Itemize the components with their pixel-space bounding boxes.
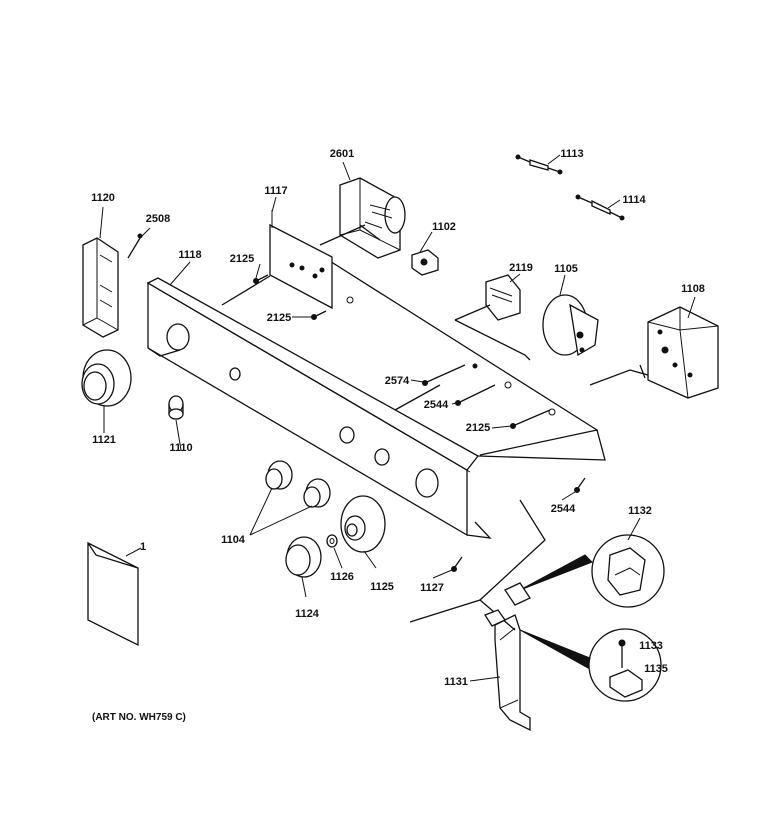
control-panel-1118 bbox=[146, 277, 492, 539]
wire-jumper-1113 bbox=[515, 154, 563, 175]
pressure-switch-1105 bbox=[542, 294, 599, 357]
label-1121: 1121 bbox=[92, 434, 116, 446]
switch-1108 bbox=[589, 306, 719, 399]
clip-1132-detail bbox=[504, 534, 665, 608]
label-2508: 2508 bbox=[146, 213, 170, 225]
literature-1 bbox=[87, 541, 139, 647]
label-1113: 1113 bbox=[560, 148, 583, 160]
knob-1124 bbox=[285, 536, 322, 578]
label-1127: 1127 bbox=[420, 582, 444, 594]
knob-1104-b bbox=[303, 478, 331, 508]
knob-1121 bbox=[81, 349, 132, 407]
dial-1125 bbox=[340, 495, 386, 553]
label-2574: 2574 bbox=[385, 375, 410, 387]
clip-1135-detail bbox=[484, 609, 662, 702]
label-1117: 1117 bbox=[264, 185, 287, 197]
label-1132: 1132 bbox=[628, 505, 652, 517]
bracket-1117 bbox=[269, 210, 333, 310]
label-2125-c: 2125 bbox=[466, 422, 490, 434]
label-1104: 1104 bbox=[221, 534, 246, 546]
label-2601: 2601 bbox=[330, 148, 354, 160]
label-2125-a: 2125 bbox=[230, 253, 254, 265]
label-1105: 1105 bbox=[554, 263, 578, 275]
art-number: (ART NO. WH759 C) bbox=[92, 712, 186, 723]
label-1135: 1135 bbox=[644, 663, 668, 675]
label-1120: 1120 bbox=[91, 192, 115, 204]
label-2125-b: 2125 bbox=[267, 312, 291, 324]
part-labels: 2601 1113 1114 1120 1117 2508 1102 1118 … bbox=[91, 148, 705, 688]
label-1118: 1118 bbox=[178, 249, 201, 261]
knob-1104-a bbox=[265, 460, 293, 490]
end-cap-1120 bbox=[82, 233, 143, 338]
button-1110 bbox=[168, 395, 184, 420]
bracket-1131 bbox=[409, 499, 546, 732]
label-1114: 1114 bbox=[622, 194, 646, 206]
timer-2601 bbox=[319, 177, 406, 259]
label-1124: 1124 bbox=[295, 608, 320, 620]
label-1126: 1126 bbox=[330, 571, 354, 583]
label-2119: 2119 bbox=[509, 262, 533, 274]
label-1110: 1110 bbox=[169, 442, 192, 454]
label-2544-b: 2544 bbox=[551, 503, 576, 515]
label-1108: 1108 bbox=[681, 283, 705, 295]
label-1: 1 bbox=[140, 541, 146, 553]
label-1131: 1131 bbox=[444, 676, 468, 688]
label-1133: 1133 bbox=[639, 640, 663, 652]
switch-1102 bbox=[411, 249, 439, 276]
washer-1126 bbox=[326, 534, 338, 548]
wire-jumper-1114 bbox=[575, 194, 625, 221]
leader-lines bbox=[99, 154, 696, 682]
switch-2119 bbox=[454, 274, 531, 361]
screws bbox=[253, 274, 586, 572]
label-1102: 1102 bbox=[432, 221, 456, 233]
label-1125: 1125 bbox=[370, 581, 394, 593]
label-2544-a: 2544 bbox=[424, 399, 449, 411]
